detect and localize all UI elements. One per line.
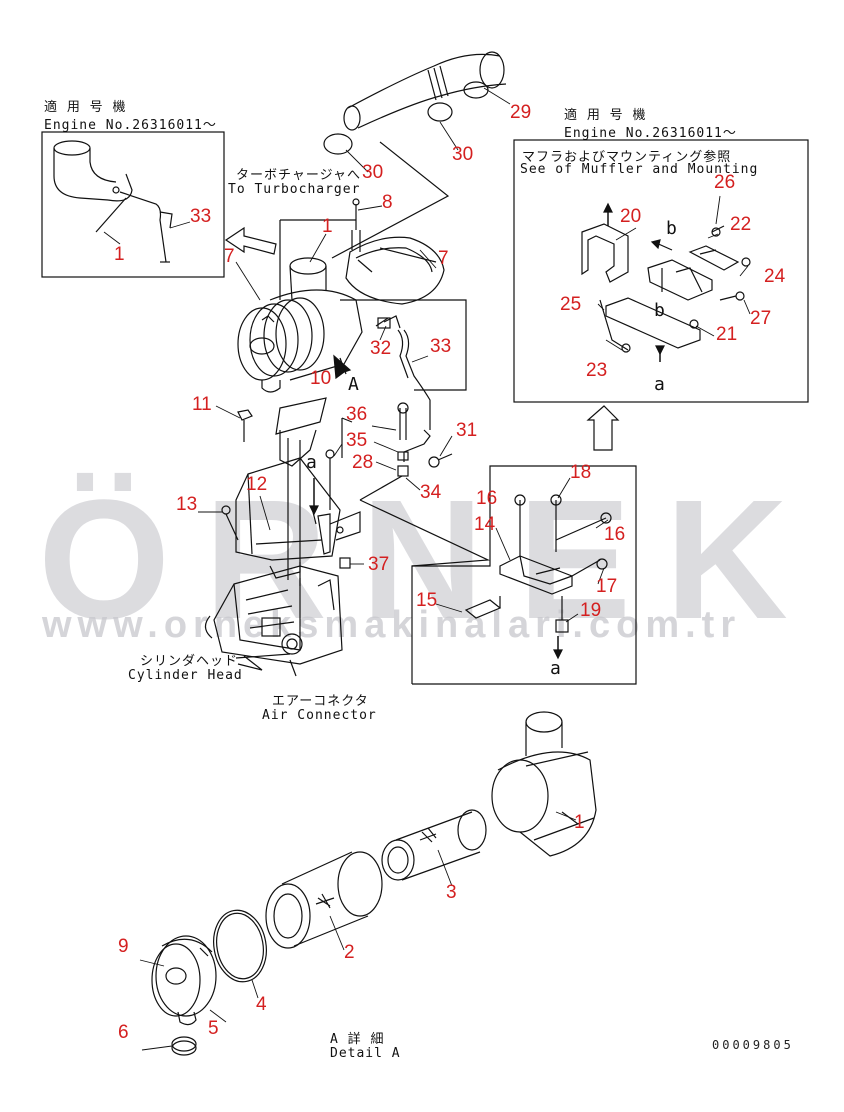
drawing-reference: 00009805 xyxy=(712,1038,794,1052)
valve-6 xyxy=(171,1036,197,1056)
callout-7-right: 7 xyxy=(438,248,449,269)
callout-34: 34 xyxy=(420,482,442,503)
callout-4: 4 xyxy=(256,994,267,1015)
inset-box-bracket xyxy=(411,465,637,685)
callout-27: 27 xyxy=(750,308,772,329)
callout-9: 9 xyxy=(118,936,129,957)
callout-20: 20 xyxy=(620,206,642,227)
letter-a-3: a xyxy=(654,374,666,395)
letter-a-1: a xyxy=(306,452,318,473)
callout-25: 25 xyxy=(560,294,582,315)
callout-17: 17 xyxy=(596,576,618,597)
air-connector-jp: エアーコネクタ xyxy=(272,694,369,709)
callout-33-inset: 33 xyxy=(190,206,212,227)
callout-10: 10 xyxy=(310,368,332,389)
bracket-plate-12 xyxy=(221,397,491,586)
inset-left-pipe xyxy=(53,140,173,263)
callout-18: 18 xyxy=(570,462,592,483)
callout-31: 31 xyxy=(456,420,478,441)
callout-32: 32 xyxy=(370,338,392,359)
turbo-jp: ターボチャージャへ xyxy=(236,168,361,183)
callout-5: 5 xyxy=(208,1018,219,1039)
callout-14: 14 xyxy=(474,514,496,535)
callout-23: 23 xyxy=(586,360,608,381)
callout-13: 13 xyxy=(176,494,198,515)
callout-1-detail: 1 xyxy=(574,812,585,833)
callout-3: 3 xyxy=(446,882,457,903)
callout-7-left: 7 xyxy=(224,246,235,267)
cylinder-jp: シリンダヘッド xyxy=(140,654,239,669)
callout-19: 19 xyxy=(580,600,602,621)
callout-26: 26 xyxy=(714,172,736,193)
callout-29: 29 xyxy=(510,102,532,123)
callout-6: 6 xyxy=(118,1022,129,1043)
callout-22: 22 xyxy=(730,214,752,235)
callout-37: 37 xyxy=(368,554,390,575)
muffler-jp: マフラおよびマウンティング参照 xyxy=(522,150,732,165)
callout-12: 12 xyxy=(246,474,268,495)
small-parts-top xyxy=(341,247,437,458)
right-applicable-en: Engine No.26316011～ xyxy=(564,126,737,141)
left-applicable-en: Engine No.26316011～ xyxy=(44,118,217,133)
leader-lines xyxy=(103,87,751,1051)
callout-16a: 16 xyxy=(476,488,498,509)
inset-right-brackets xyxy=(581,202,751,362)
callout-15: 15 xyxy=(416,590,438,611)
turbo-arrow xyxy=(224,226,277,255)
callout-8: 8 xyxy=(382,192,393,213)
detail-marker: A xyxy=(348,374,360,395)
detail-a-jp: A 詳 細 xyxy=(330,1032,385,1047)
watermark-brand: ÖRNEK xyxy=(38,465,822,655)
callout-16b: 16 xyxy=(604,524,626,545)
callout-21: 21 xyxy=(716,324,738,345)
outer-filter-2 xyxy=(265,851,383,949)
callout-30-left: 30 xyxy=(362,162,384,183)
letter-b-2: b xyxy=(654,300,666,321)
intake-hose xyxy=(323,51,507,259)
air-cleaner-assembly xyxy=(237,198,467,430)
cylinder-head xyxy=(204,562,343,677)
callout-33: 33 xyxy=(430,336,452,357)
letter-b-1: b xyxy=(666,218,678,239)
inset-box-left xyxy=(41,131,225,278)
left-applicable-jp: 適 用 号 機 xyxy=(44,100,127,115)
callout-24: 24 xyxy=(764,266,786,287)
air-connector-en: Air Connector xyxy=(262,708,377,723)
cylinder-en: Cylinder Head xyxy=(128,668,243,683)
callout-11: 11 xyxy=(192,394,212,415)
detail-a-body xyxy=(491,711,597,857)
callout-30-right: 30 xyxy=(452,144,474,165)
callout-1-inset: 1 xyxy=(114,244,125,265)
muffler-en: See of Muffler and Mounting xyxy=(520,162,759,177)
bracket-14 xyxy=(464,494,612,660)
letter-a-2: a xyxy=(550,658,562,679)
callout-28: 28 xyxy=(352,452,374,473)
inset-box-right xyxy=(513,139,809,403)
inner-filter-3 xyxy=(381,809,487,881)
detail-a-en: Detail A xyxy=(330,1046,401,1061)
callout-35: 35 xyxy=(346,430,368,451)
callout-2: 2 xyxy=(344,942,355,963)
cover-9 xyxy=(151,935,217,1026)
right-applicable-jp: 適 用 号 機 xyxy=(564,108,647,123)
muffler-arrow xyxy=(586,405,620,451)
turbo-en: To Turbocharger xyxy=(228,182,361,197)
callout-1-top: 1 xyxy=(322,216,333,237)
o-ring-4 xyxy=(213,909,267,983)
callout-36: 36 xyxy=(346,404,368,425)
tube-and-bolts xyxy=(359,402,453,501)
watermark-url: www.orneksmakinalari.com.tr xyxy=(42,604,742,646)
